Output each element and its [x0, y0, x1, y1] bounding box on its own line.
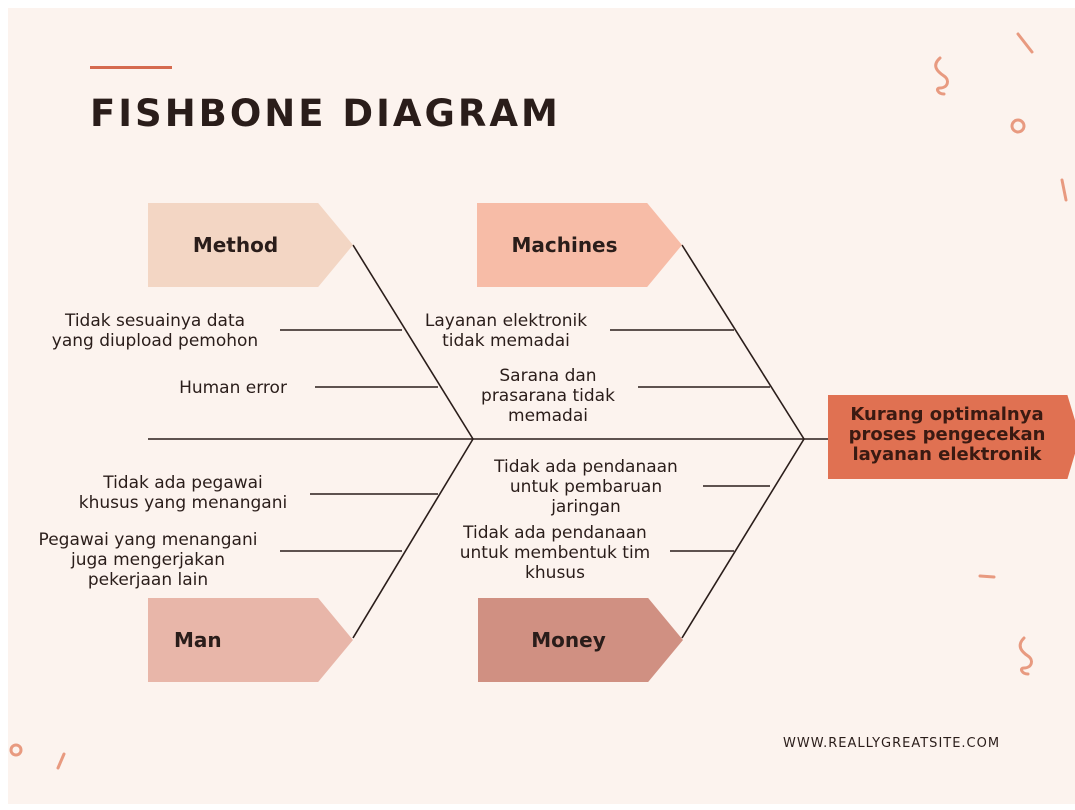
category-machines: Machines [477, 203, 682, 287]
circle-top-right-icon [1010, 118, 1026, 134]
bone-money [681, 438, 805, 639]
squiggle-top-right-icon [934, 56, 949, 96]
cause-money-2: Tidak ada pendanaan untuk membentuk tim … [459, 523, 651, 583]
diagram-canvas: FISHBONE DIAGRAM Method Machines Man Mon… [8, 8, 1075, 804]
cause-man-2: Pegawai yang menangani juga mengerjakan … [38, 530, 258, 590]
effect-box [828, 395, 1075, 479]
cause-machines-2: Sarana dan prasarana tidak memadai [481, 366, 615, 426]
cause-method-2: Human error [179, 378, 287, 398]
dash-right-icon [1060, 178, 1068, 202]
dash-top-right-icon [1016, 32, 1034, 54]
dash-bottom-left-icon [56, 752, 66, 770]
category-man: Man [148, 598, 353, 682]
category-money: Money [478, 598, 683, 682]
cause-man-1: Tidak ada pegawai khusus yang menangani [78, 473, 288, 513]
category-method: Method [148, 203, 353, 287]
bone-method [352, 244, 474, 440]
website-url: WWW.REALLYGREATSITE.COM [783, 736, 1001, 751]
cause-machines-1: Layanan elektronik tidak memadai [424, 311, 588, 351]
fishbone-lines [148, 244, 830, 639]
circle-bottom-left-icon [9, 743, 23, 757]
squiggle-bottom-right-icon [1018, 636, 1033, 676]
decorative-squiggles [9, 32, 1068, 770]
effect-label: Kurang optimalnya proses pengecekan laya… [848, 404, 1046, 465]
cause-money-1: Tidak ada pendanaan untuk pembaruan jari… [494, 457, 678, 517]
dash-mid-right-icon [978, 574, 996, 579]
cause-method-1: Tidak sesuainya data yang diupload pemoh… [51, 311, 259, 351]
bone-machines [681, 244, 805, 440]
title-accent-line [90, 66, 172, 69]
page-title: FISHBONE DIAGRAM [90, 92, 561, 135]
bone-man [352, 438, 474, 639]
